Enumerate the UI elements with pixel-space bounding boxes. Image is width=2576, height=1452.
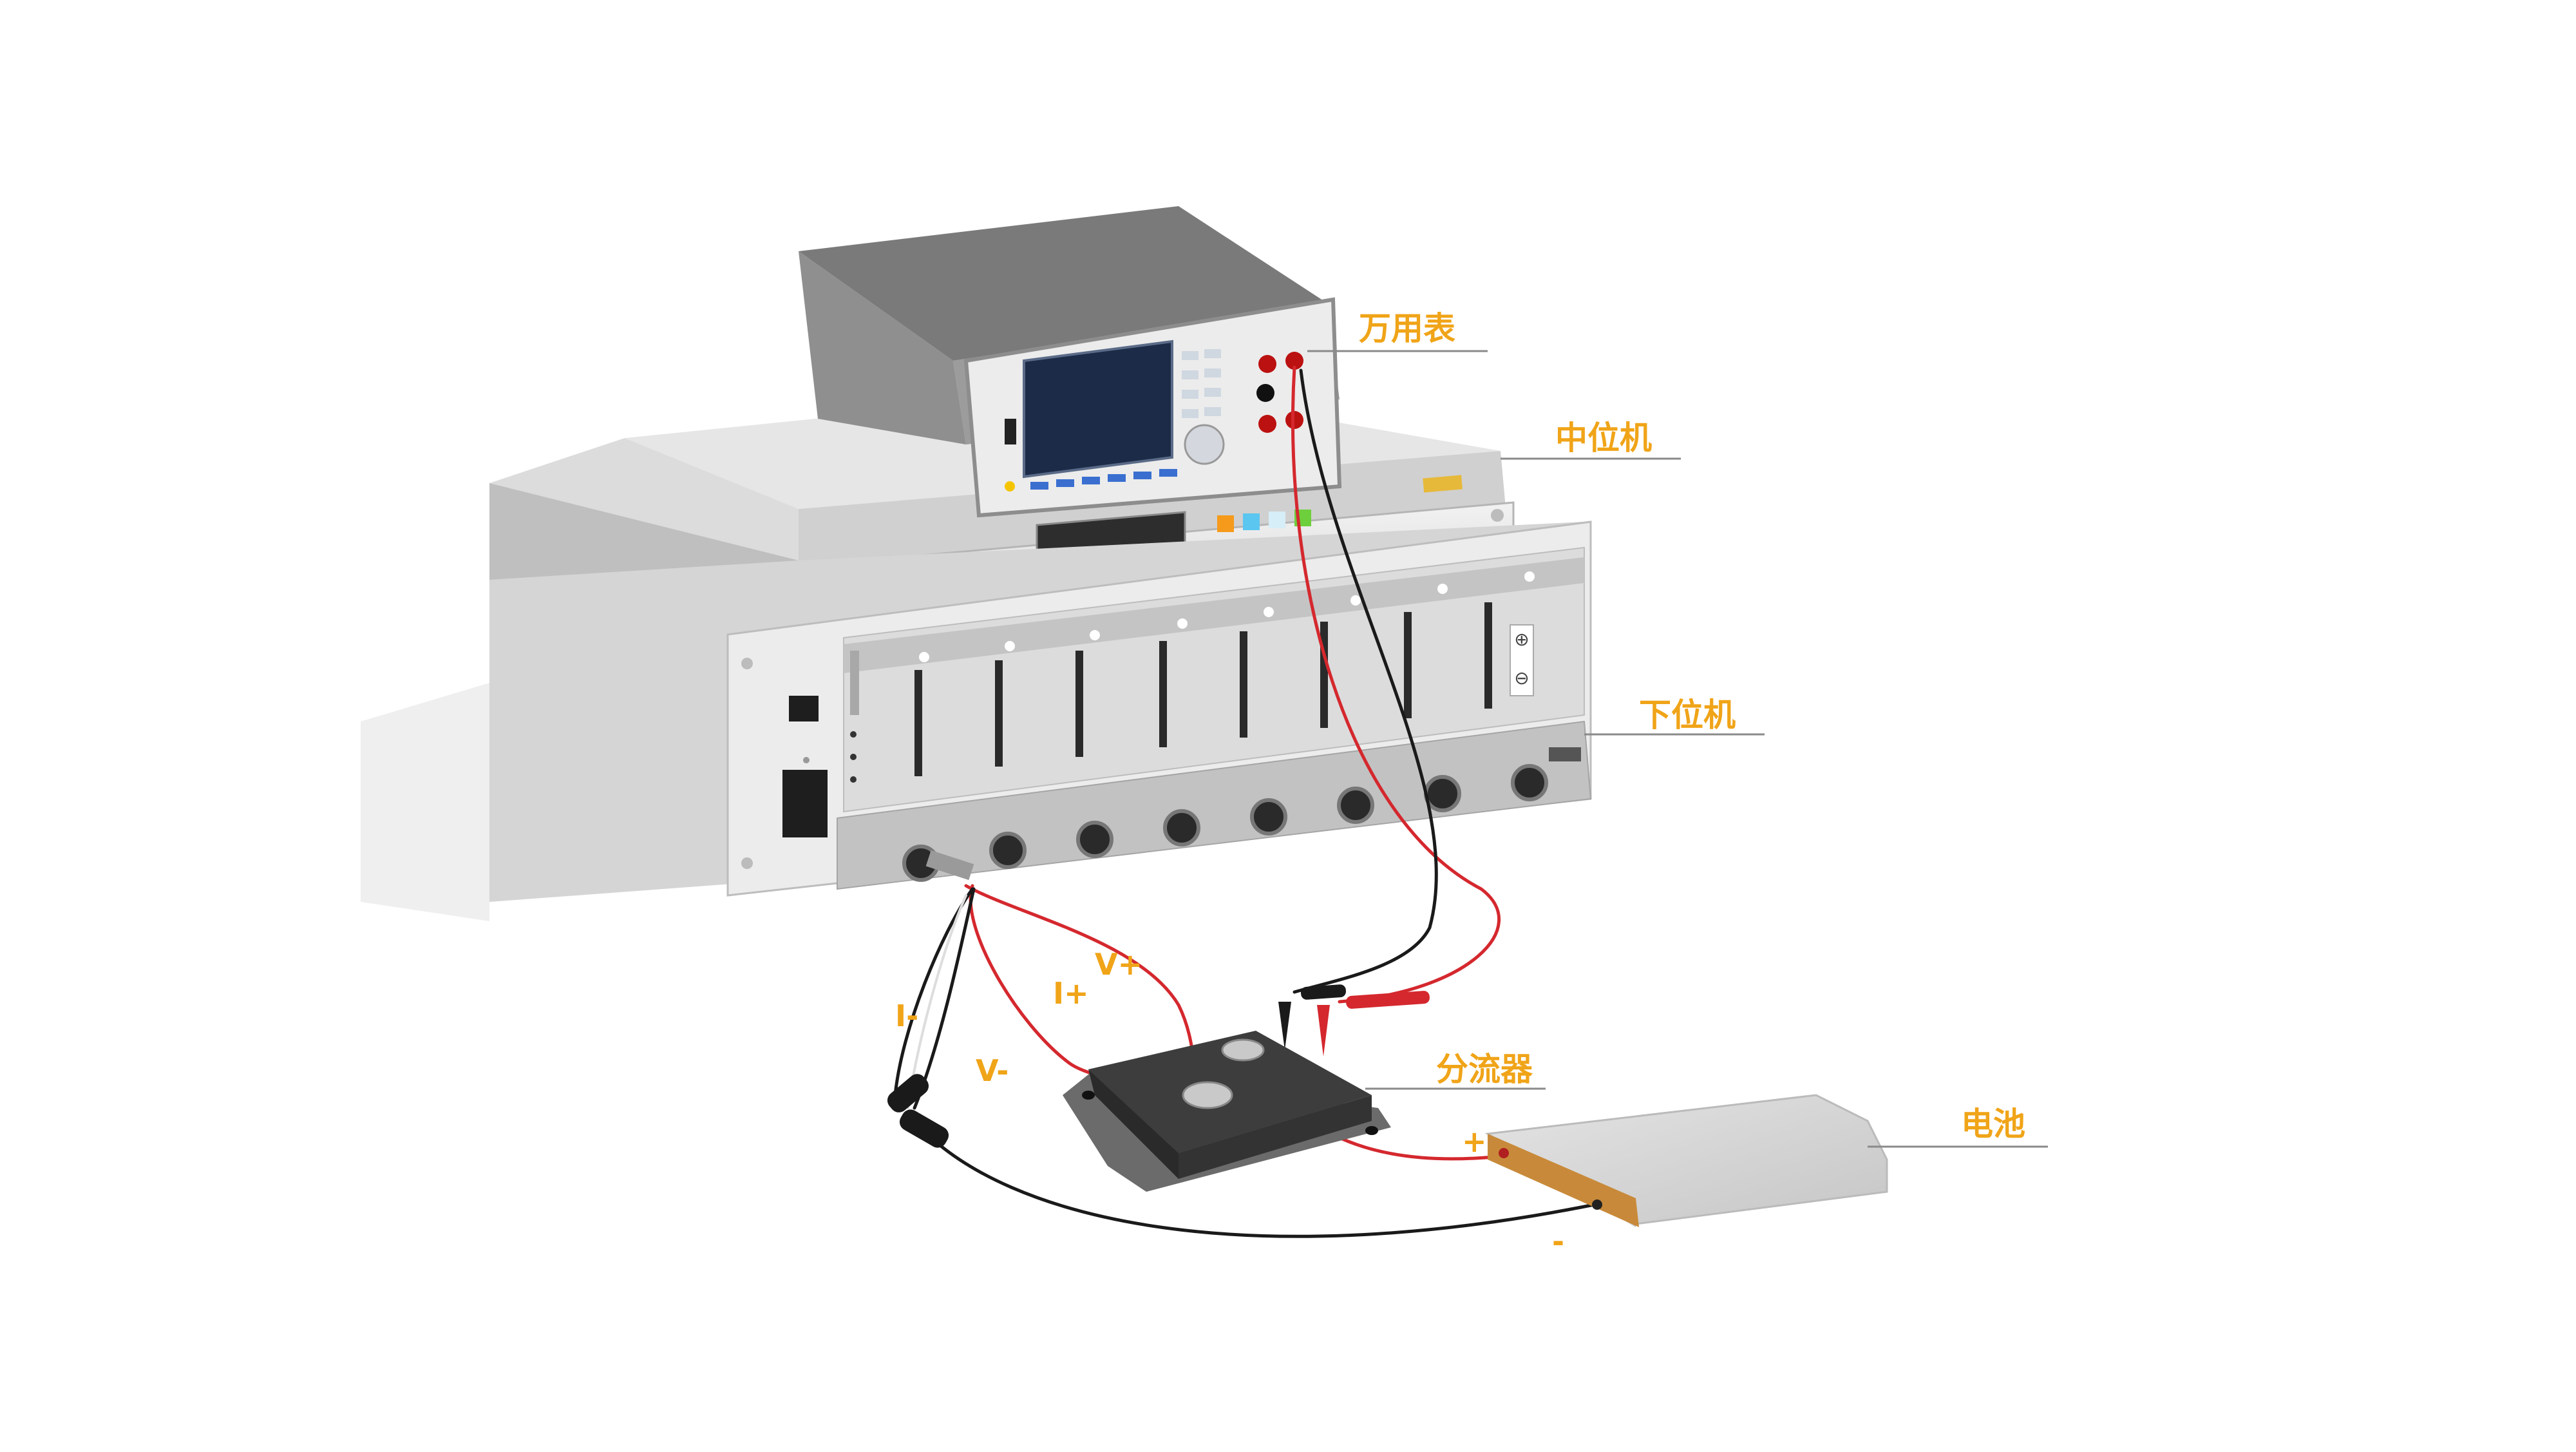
- svg-text:⊕: ⊕: [1514, 629, 1529, 650]
- label-multimeter: 万用表: [1359, 310, 1455, 347]
- brand-logo-icon: [1549, 747, 1581, 761]
- battery: [1484, 1094, 1888, 1227]
- label-battery: 电池: [1961, 1105, 2025, 1143]
- input-terminals: [1256, 352, 1303, 433]
- multimeter: [799, 206, 1342, 518]
- softkeys: [1030, 469, 1177, 490]
- label-middle-unit: 中位机: [1555, 419, 1652, 457]
- shunt: [1063, 1031, 1391, 1192]
- wire-label-i-minus: I-: [895, 998, 919, 1033]
- label-shunt: 分流器: [1436, 1051, 1533, 1088]
- wire-label-v-plus: V+: [1095, 947, 1143, 982]
- wire-label-i-plus: I+: [1053, 976, 1089, 1011]
- svg-text:⊖: ⊖: [1514, 667, 1529, 689]
- battery-plus-label: +: [1462, 1124, 1487, 1159]
- channel-leds: [919, 571, 1535, 662]
- leader-lines: [1307, 350, 2048, 1148]
- test-clips: [887, 984, 1430, 1148]
- rack-shadow: [361, 683, 489, 921]
- label-lower-unit: 下位机: [1639, 696, 1736, 734]
- keypad: [1182, 349, 1225, 465]
- channel-slots: [914, 602, 1492, 776]
- wire-label-v-minus: V-: [976, 1053, 1009, 1088]
- battery-minus-label: -: [1552, 1224, 1565, 1259]
